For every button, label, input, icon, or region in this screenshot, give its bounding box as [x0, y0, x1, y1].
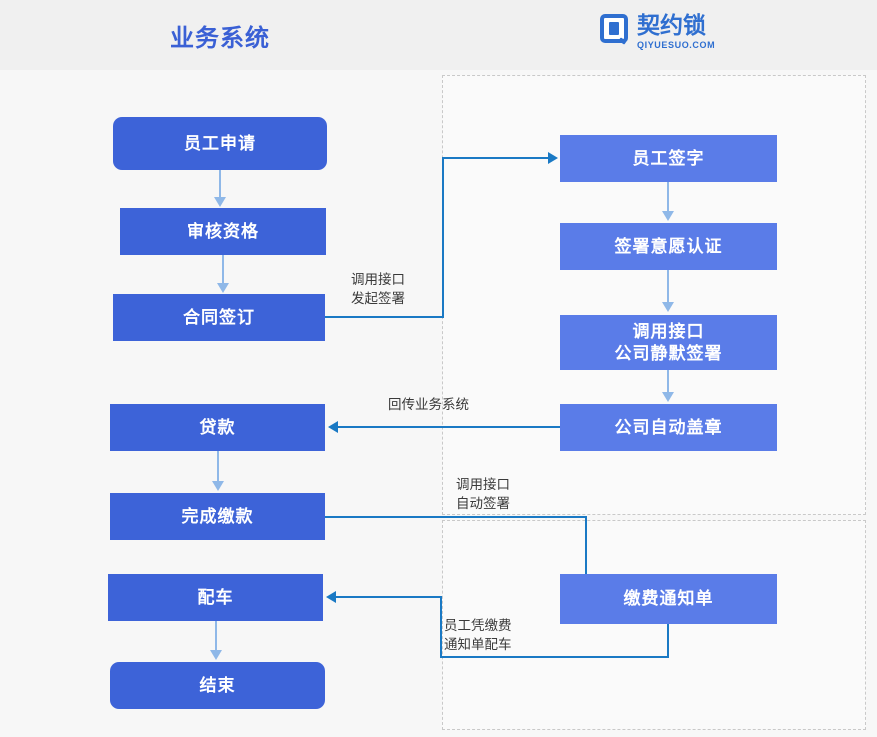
logo-brand-cn: 契约锁: [637, 12, 706, 38]
page-title-business-system: 业务系统: [170, 25, 270, 52]
edge-notice-to-vehicle-v2: [440, 596, 442, 658]
edge-review-to-contract-arrow: [217, 283, 229, 293]
node-sign-intent-auth[interactable]: 签署意愿认证: [560, 223, 777, 270]
node-vehicle-assign[interactable]: 配车: [108, 574, 323, 621]
edge-intent-to-api-line: [667, 270, 669, 305]
node-employee-sign[interactable]: 员工签字: [560, 135, 777, 182]
edge-notice-to-vehicle-arrow: [326, 591, 336, 603]
qiyuesuo-region-lower: [442, 520, 866, 730]
edge-label-call-api-auto-sign: 调用接口 自动签署: [456, 477, 510, 512]
edge-contract-to-sign-h1: [325, 316, 443, 318]
node-review-eligibility[interactable]: 审核资格: [120, 208, 326, 255]
edge-seal-to-loan-line: [338, 426, 560, 428]
edge-contract-to-sign-h2: [442, 157, 550, 159]
node-payment-notice[interactable]: 缴费通知单: [560, 574, 777, 624]
node-loan[interactable]: 贷款: [110, 404, 325, 451]
edge-sign-to-intent-arrow: [662, 211, 674, 221]
edge-label-call-api-initiate-sign: 调用接口 发起签署: [351, 272, 405, 307]
node-api-company-silent[interactable]: 调用接口 公司静默签署: [560, 315, 777, 370]
edge-label-return-to-business: 回传业务系统: [388, 397, 469, 413]
node-company-auto-seal[interactable]: 公司自动盖章: [560, 404, 777, 451]
node-employee-apply[interactable]: 员工申请: [113, 117, 327, 170]
edge-loan-to-payment-line: [217, 451, 219, 483]
edge-apply-to-review-line: [219, 170, 221, 200]
node-end[interactable]: 结束: [110, 662, 325, 709]
edge-contract-to-sign-v: [442, 157, 444, 318]
edge-vehicle-to-end-arrow: [210, 650, 222, 660]
edge-payment-to-notice-v: [585, 516, 587, 575]
node-contract-signing[interactable]: 合同签订: [113, 294, 325, 341]
edge-api-to-seal-line: [667, 370, 669, 394]
logo-brand-domain: QIYUESUO.COM: [637, 40, 716, 50]
edge-seal-to-loan-arrow: [328, 421, 338, 433]
edge-api-to-seal-arrow: [662, 392, 674, 402]
edge-vehicle-to-end-line: [215, 621, 217, 652]
edge-contract-to-sign-arrow: [548, 152, 558, 164]
edge-loan-to-payment-arrow: [212, 481, 224, 491]
edge-intent-to-api-arrow: [662, 302, 674, 312]
edge-notice-to-vehicle-v1: [667, 624, 669, 658]
edge-review-to-contract-line: [222, 255, 224, 284]
header-band: [0, 0, 877, 70]
edge-apply-to-review-arrow: [214, 197, 226, 207]
edge-label-employee-use-notice: 员工凭缴费 通知单配车: [444, 618, 512, 653]
edge-sign-to-intent-line: [667, 182, 669, 214]
qiyuesuo-q-mark-icon: [600, 14, 630, 46]
qiyuesuo-logo: 契约锁 QIYUESUO.COM: [600, 14, 715, 51]
edge-notice-to-vehicle-h1: [440, 656, 669, 658]
edge-payment-to-notice-h: [325, 516, 586, 518]
node-payment-complete[interactable]: 完成缴款: [110, 493, 325, 540]
edge-notice-to-vehicle-h2: [336, 596, 442, 598]
